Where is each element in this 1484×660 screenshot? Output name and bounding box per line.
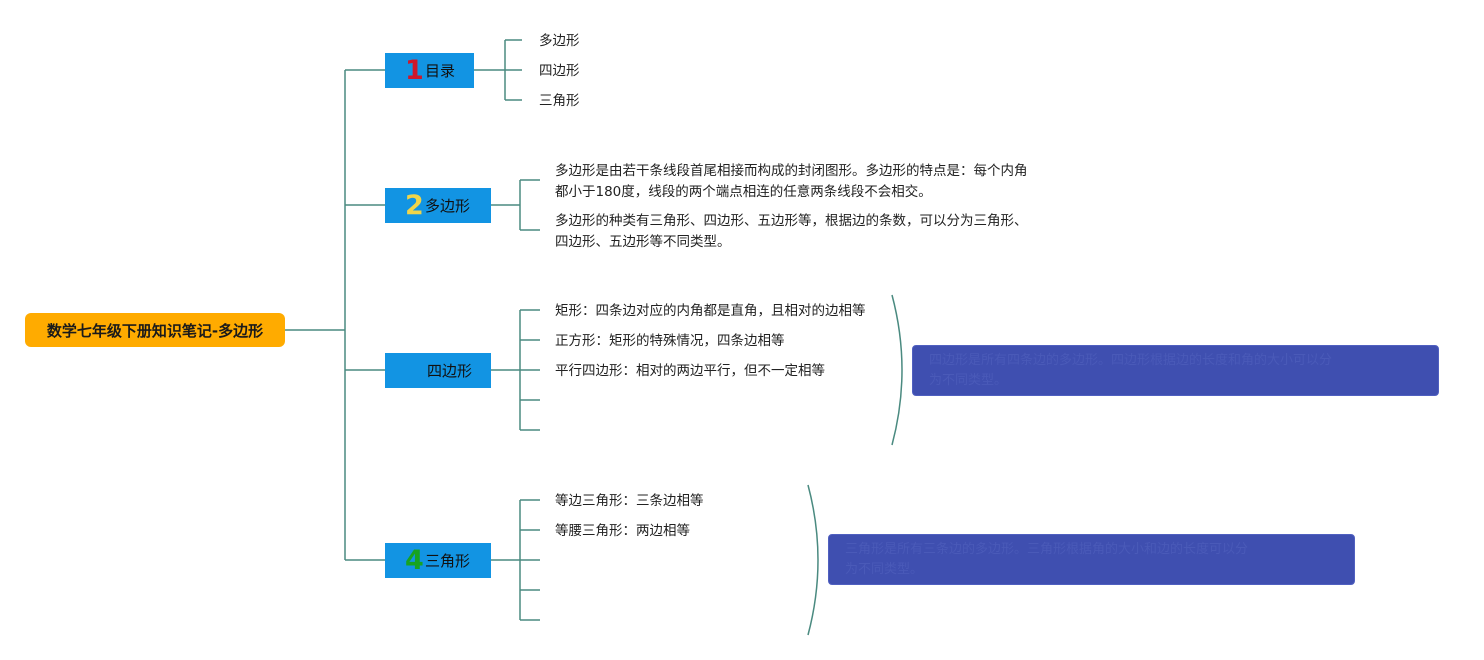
text-line: 多边形是由若干条线段首尾相接而构成的封闭图形。多边形的特点是：每个内角 <box>555 163 1028 179</box>
branch-label: 四边形 <box>427 362 473 380</box>
summary-line: 四边形是所有四条边的多边形。四边形根据边的长度和角的大小可以分 <box>929 353 1333 368</box>
quad-summary[interactable]: 四边形是所有四条边的多边形。四边形根据边的长度和角的大小可以分 为不同类型。 <box>912 345 1439 396</box>
tri-item-equilateral[interactable]: 等边三角形：三条边相等 <box>555 493 704 509</box>
branch-label: 多边形 <box>425 197 471 215</box>
branch-label: 目录 <box>425 62 456 80</box>
branch-label: 三角形 <box>425 552 471 570</box>
text-line: 四边形、五边形等不同类型。 <box>555 234 731 250</box>
summary-line: 三角形是所有三条边的多边形。三角形根据角的大小和边的长度可以分 <box>845 542 1249 557</box>
branch-quadrilateral[interactable]: 四边形 <box>385 353 491 388</box>
summary-line: 为不同类型。 <box>929 373 1008 388</box>
contents-item-quadrilateral[interactable]: 四边形 <box>539 63 580 79</box>
tri-item-isosceles[interactable]: 等腰三角形：两边相等 <box>555 523 690 539</box>
root-title: 数学七年级下册知识笔记-多边形 <box>46 321 264 340</box>
polygon-definition[interactable]: 多边形是由若干条线段首尾相接而构成的封闭图形。多边形的特点是：每个内角 都小于1… <box>555 161 1028 203</box>
number-one-icon: 1 <box>405 55 424 86</box>
text-line: 多边形的种类有三角形、四边形、五边形等，根据边的条数，可以分为三角形、 <box>555 213 1028 229</box>
branch-contents[interactable]: 1 目录 <box>385 53 474 88</box>
branch-triangle[interactable]: 4 三角形 <box>385 543 491 578</box>
text-line: 都小于180度，线段的两个端点相连的任意两条线段不会相交。 <box>555 184 932 200</box>
polygon-types[interactable]: 多边形的种类有三角形、四边形、五边形等，根据边的条数，可以分为三角形、 四边形、… <box>555 211 1028 253</box>
summary-line: 为不同类型。 <box>845 562 924 577</box>
branch-polygon[interactable]: 2 多边形 <box>385 188 491 223</box>
number-two-icon: 2 <box>405 190 424 221</box>
number-four-icon: 4 <box>405 545 424 576</box>
root-topic[interactable]: 数学七年级下册知识笔记-多边形 <box>25 313 285 347</box>
quad-item-parallelogram[interactable]: 平行四边形：相对的两边平行，但不一定相等 <box>555 363 825 379</box>
quad-item-rectangle[interactable]: 矩形：四条边对应的内角都是直角，且相对的边相等 <box>555 303 866 319</box>
tri-summary[interactable]: 三角形是所有三条边的多边形。三角形根据角的大小和边的长度可以分 为不同类型。 <box>828 534 1355 585</box>
quad-item-square[interactable]: 正方形：矩形的特殊情况，四条边相等 <box>555 333 785 349</box>
contents-item-triangle[interactable]: 三角形 <box>539 93 580 109</box>
contents-item-polygon[interactable]: 多边形 <box>539 33 580 49</box>
